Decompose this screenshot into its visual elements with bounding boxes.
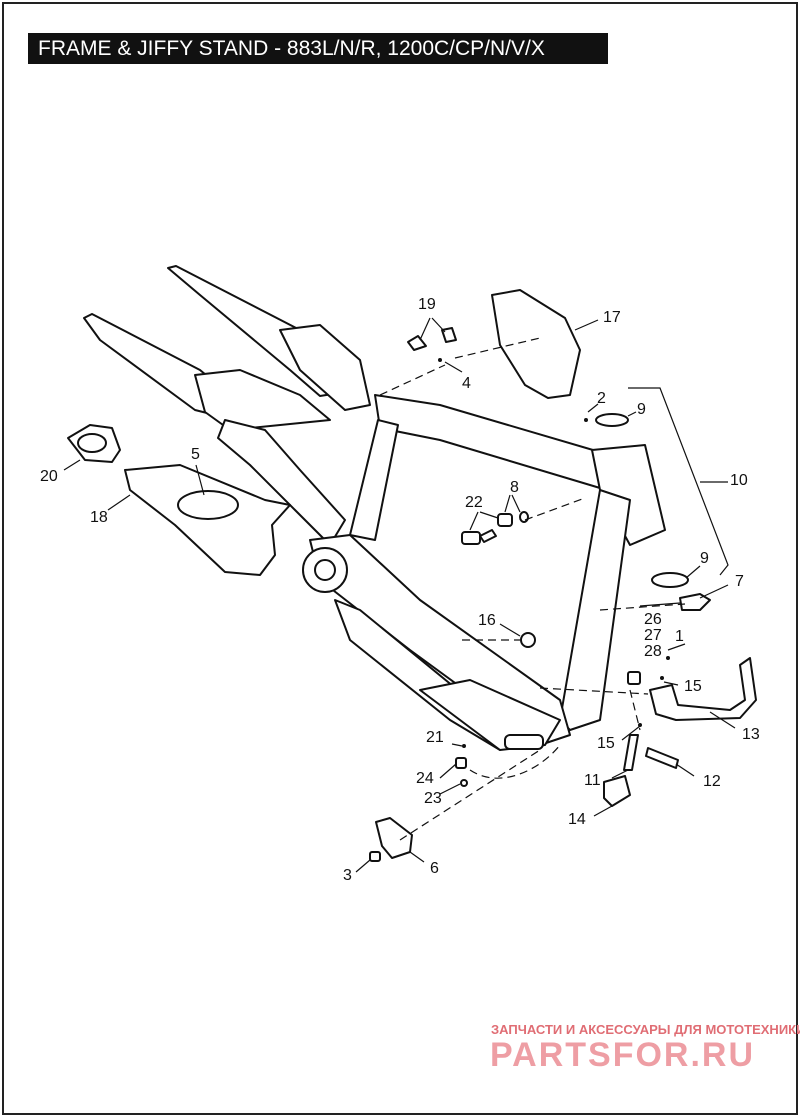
- bottom-crossmember: [419, 679, 561, 751]
- key-blade: [479, 529, 497, 543]
- fork-lock-part: [497, 513, 513, 527]
- callout-28: 28: [644, 643, 662, 660]
- callout-1: 1: [675, 628, 684, 645]
- watermark: ЗАПЧАСТИ И АКСЕССУАРЫ ДЛЯ МОТОТЕХНИКИ PA…: [490, 1022, 800, 1074]
- leader-lines: [63, 317, 736, 873]
- bolt-part: [369, 851, 381, 862]
- screw-1: [666, 656, 670, 660]
- screw-4: [438, 358, 442, 362]
- rear-lug: [504, 734, 544, 750]
- callout-22: 22: [465, 494, 483, 511]
- clip-part-b: [441, 327, 457, 343]
- callout-4: 4: [462, 375, 471, 392]
- callout-21: 21: [426, 729, 444, 746]
- side-cover-part: [491, 289, 581, 399]
- washer-15b: [638, 723, 642, 727]
- callout-17: 17: [603, 309, 621, 326]
- callout-7: 7: [735, 573, 744, 590]
- screw-2: [584, 418, 588, 422]
- callout-14: 14: [568, 811, 586, 828]
- callout-19: 19: [418, 296, 436, 313]
- assembly-lines: [379, 337, 686, 841]
- front-down-tube: [559, 489, 631, 731]
- rear-crossmember: [194, 369, 331, 431]
- callout-2: 2: [597, 390, 606, 407]
- callout-27: 27: [644, 627, 662, 644]
- small-fasteners: [438, 358, 670, 748]
- battery-cover-part: [124, 464, 291, 576]
- callout-9-upper: 9: [637, 401, 646, 418]
- o-ring-part: [519, 511, 529, 523]
- watermark-logo: PARTSFOR.RU: [490, 1036, 755, 1074]
- sensor-part: [627, 671, 641, 685]
- steering-head: [591, 444, 666, 546]
- callout-23: 23: [424, 790, 442, 807]
- callout-labels: 1 2 3 4 5 6 7 8 9 9 10 11 12 13 14 15 15…: [40, 296, 760, 884]
- callout-18: 18: [90, 509, 108, 526]
- pivot-bore: [314, 559, 336, 581]
- bracket-part: [375, 817, 413, 859]
- jiffy-stand-part: [649, 657, 757, 721]
- callout-3: 3: [343, 867, 352, 884]
- spring-part: [645, 747, 679, 769]
- motorcycle-frame: [83, 265, 666, 751]
- callout-5: 5: [191, 446, 200, 463]
- callout-15-upper: 15: [684, 678, 702, 695]
- bearing-cup-upper: [595, 413, 629, 427]
- lower-rail: [309, 534, 571, 746]
- watermark-tagline: ЗАПЧАСТИ И АКСЕССУАРЫ ДЛЯ МОТОТЕХНИКИ: [491, 1022, 800, 1037]
- stop-block-part: [603, 775, 631, 807]
- callout-26: 26: [644, 611, 662, 628]
- callout-9-lower: 9: [700, 550, 709, 567]
- callout-10: 10: [730, 472, 748, 489]
- callout-11: 11: [584, 772, 601, 789]
- cover-emblem: [177, 490, 239, 520]
- clip-part: [407, 335, 427, 351]
- screw-part: [460, 779, 468, 787]
- callout-8: 8: [510, 479, 519, 496]
- washer-15a: [660, 676, 664, 680]
- callout-12: 12: [703, 773, 721, 790]
- backbone-tube: [374, 394, 616, 489]
- callout-16: 16: [478, 612, 496, 629]
- medallion-recess: [77, 433, 107, 453]
- screw-21: [462, 744, 466, 748]
- page-title: FRAME & JIFFY STAND - 883L/N/R, 1200C/CP…: [38, 37, 545, 60]
- callout-6: 6: [430, 860, 439, 877]
- title-bar: FRAME & JIFFY STAND - 883L/N/R, 1200C/CP…: [28, 33, 608, 64]
- callout-15-lower: 15: [597, 735, 615, 752]
- shock-tower: [279, 324, 371, 411]
- key-part: [461, 531, 481, 545]
- pivot-pin-part: [623, 734, 639, 771]
- nut-part: [520, 632, 536, 648]
- callout-13: 13: [742, 726, 760, 743]
- callout-24: 24: [416, 770, 434, 787]
- callout-20: 20: [40, 468, 58, 485]
- clamp-part: [679, 593, 711, 611]
- seat-post-tube: [349, 419, 399, 541]
- fitting-part: [455, 757, 467, 769]
- bearing-cup-lower: [651, 572, 689, 588]
